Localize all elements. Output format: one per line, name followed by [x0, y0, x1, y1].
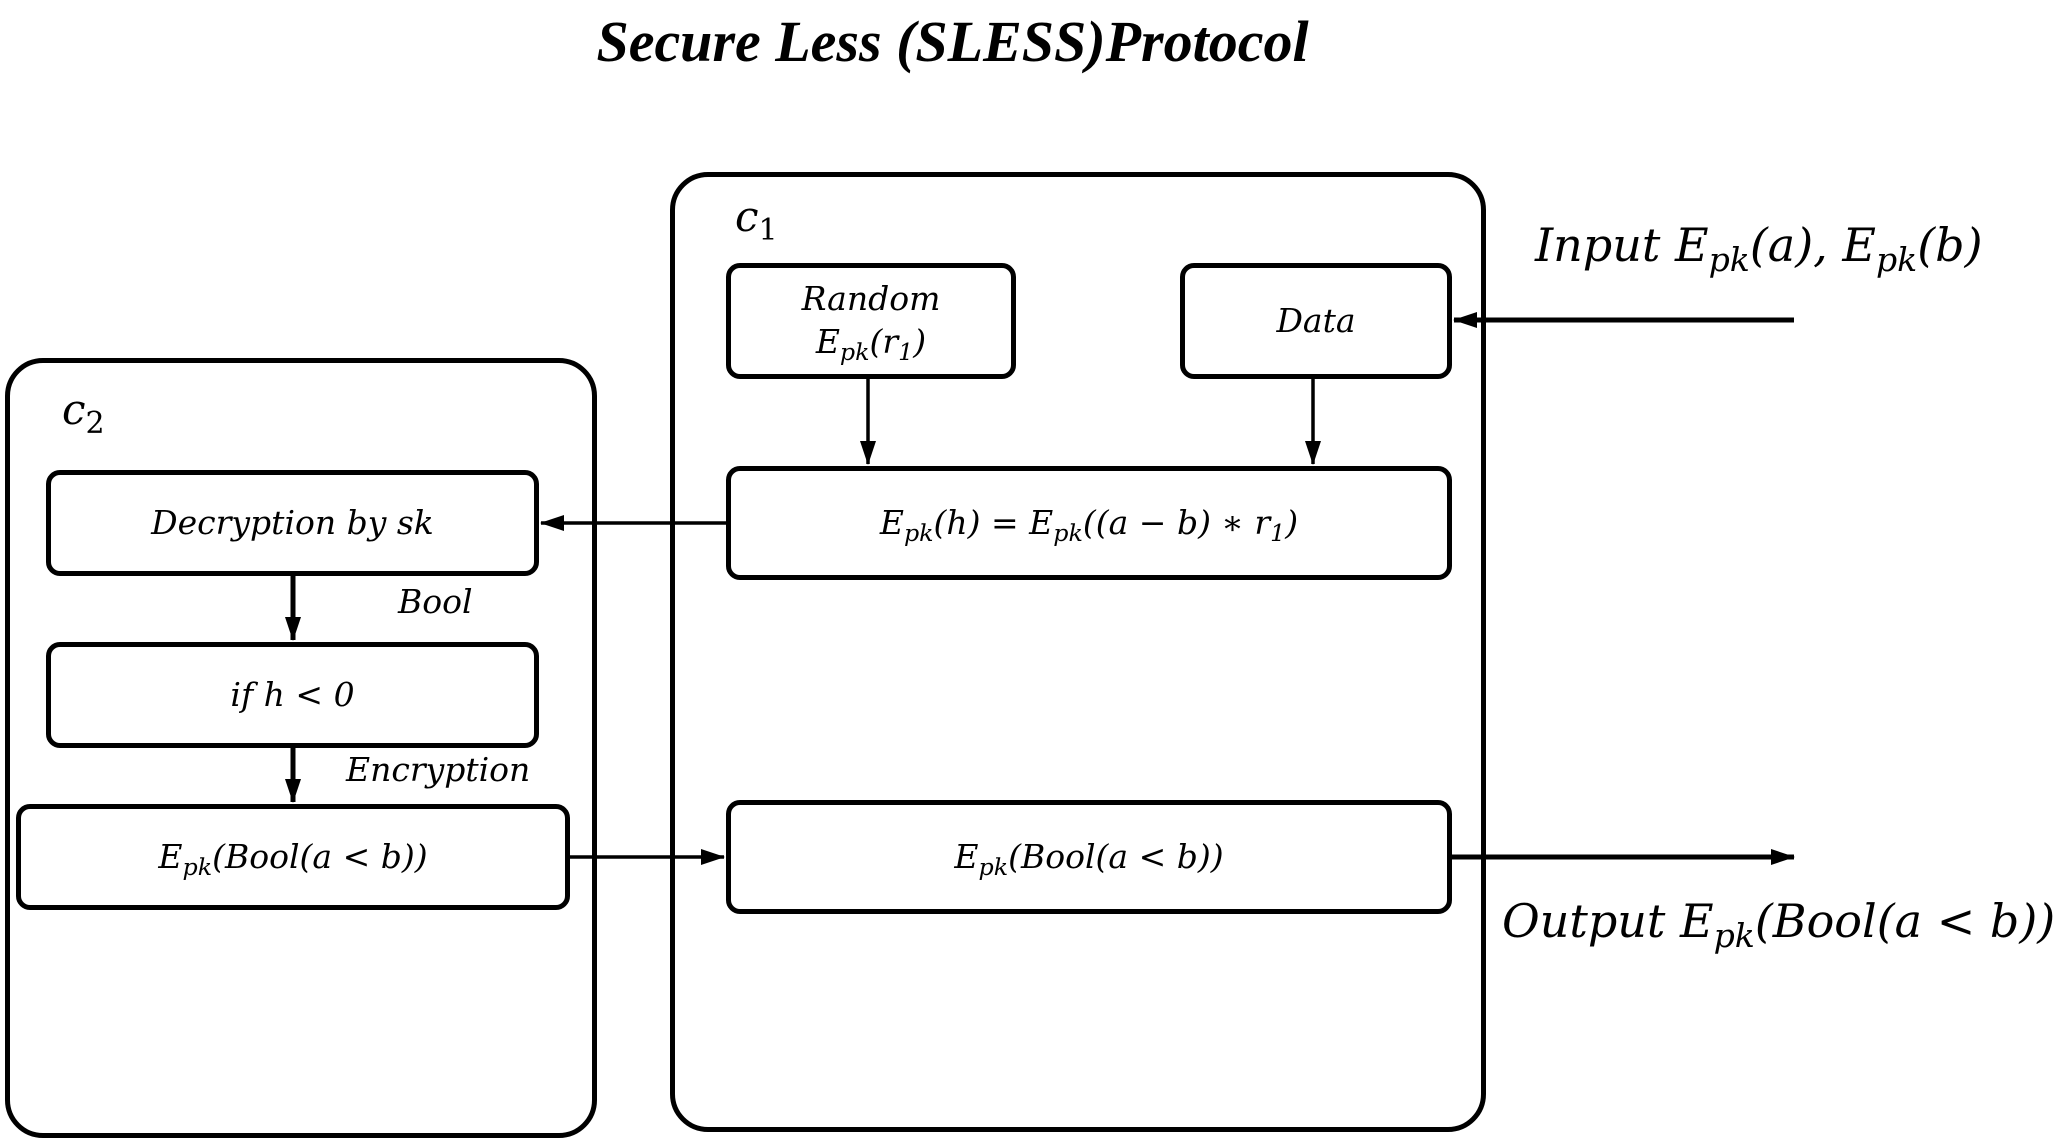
masked-difference-expr: Epk(h) = Epk((a − b) ∗ r1)	[879, 502, 1299, 547]
connector-layer	[285, 312, 1795, 865]
encrypted-bool-expr: Epk(Bool(a < b))	[158, 836, 428, 881]
party-c1-label: c1	[735, 192, 778, 248]
output-label: Output Epk(Bool(a < b))	[1502, 894, 2056, 955]
c1-result-expr: Epk(Bool(a < b))	[954, 836, 1224, 881]
random-expr: Epk(r1)	[815, 322, 927, 367]
random-label: Random	[801, 279, 941, 319]
if-condition-label: if h < 0	[230, 674, 355, 714]
masked-difference-box: Epk(h) = Epk((a − b) ∗ r1)	[726, 466, 1452, 580]
bool-arrow-label: Bool	[398, 582, 473, 621]
encryption-arrow-label: Encryption	[346, 750, 531, 789]
if-condition-box: if h < 0	[46, 642, 539, 748]
data-label: Data	[1276, 300, 1356, 340]
decryption-box: Decryption by sk	[46, 470, 539, 576]
diagram-title: Secure Less (SLESS)Protocol	[596, 9, 1309, 74]
encrypted-bool-box: Epk(Bool(a < b))	[16, 804, 570, 910]
decryption-label: Decryption by sk	[151, 502, 434, 542]
data-box: Data	[1180, 263, 1452, 379]
party-c2-label: c2	[62, 385, 105, 441]
random-r1-box: Random Epk(r1)	[726, 263, 1016, 379]
c1-result-box: Epk(Bool(a < b))	[726, 800, 1452, 914]
input-label: Input Epk(a), Epk(b)	[1535, 218, 1983, 279]
